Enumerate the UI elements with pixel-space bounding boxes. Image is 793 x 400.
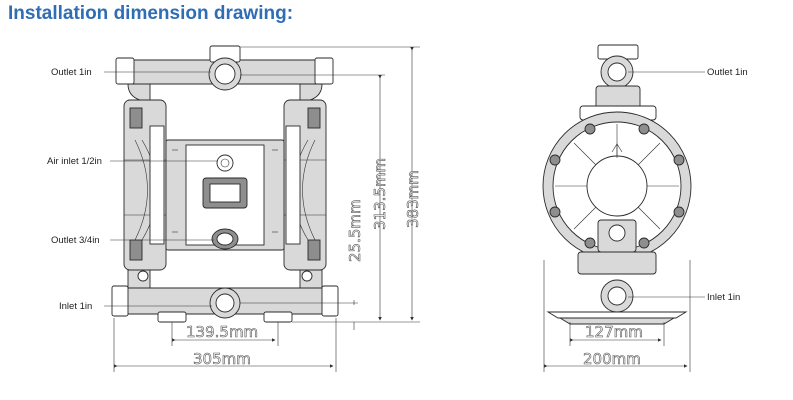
front-view-leaders [104, 71, 218, 307]
front-outlet-label: Outlet 1in [51, 67, 92, 78]
dim-height-total: 383mm [404, 170, 422, 228]
dim-width-total: 305mm [193, 350, 251, 368]
side-dim-width-inner: 127mm [585, 323, 643, 341]
dim-height-inlet: 25.5mm [346, 199, 364, 262]
side-inlet-label: Inlet 1in [707, 292, 740, 303]
outlet-small-label: Outlet 3/4in [51, 235, 100, 246]
side-outlet-label: Outlet 1in [707, 67, 748, 78]
air-inlet-label: Air inlet 1/2in [47, 156, 102, 167]
side-view-leaders [628, 71, 705, 298]
dim-height-outlet: 313.5mm [371, 158, 389, 230]
side-dim-width-total: 200mm [583, 350, 641, 368]
front-view-pump [111, 45, 339, 323]
side-dimensions [543, 260, 691, 372]
front-horizontal-dimensions [113, 318, 337, 372]
dim-width-inner: 139.5mm [186, 323, 258, 341]
front-vertical-dimensions [240, 46, 420, 330]
page-title: Installation dimension drawing: [8, 3, 294, 24]
front-inlet-label: Inlet 1in [59, 301, 92, 312]
side-view-pump [542, 44, 692, 325]
